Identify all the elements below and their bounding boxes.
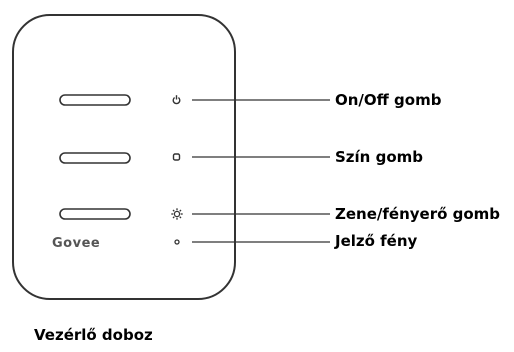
brand-logo: Govee	[52, 236, 101, 251]
color-button[interactable]	[59, 152, 131, 164]
power-icon	[172, 95, 181, 105]
power-button[interactable]	[59, 94, 131, 106]
diagram-caption: Vezérlő doboz	[34, 326, 153, 344]
music-brightness-button[interactable]	[59, 208, 131, 220]
indicator-light-label: Jelző fény	[335, 232, 418, 250]
color-button-label: Szín gomb	[335, 148, 423, 166]
power-button-label: On/Off gomb	[335, 91, 442, 109]
color-icon	[172, 153, 181, 161]
indicator-dot-icon	[174, 239, 180, 245]
sun-icon	[171, 208, 183, 220]
music-brightness-button-label: Zene/fényerő gomb	[335, 205, 501, 223]
